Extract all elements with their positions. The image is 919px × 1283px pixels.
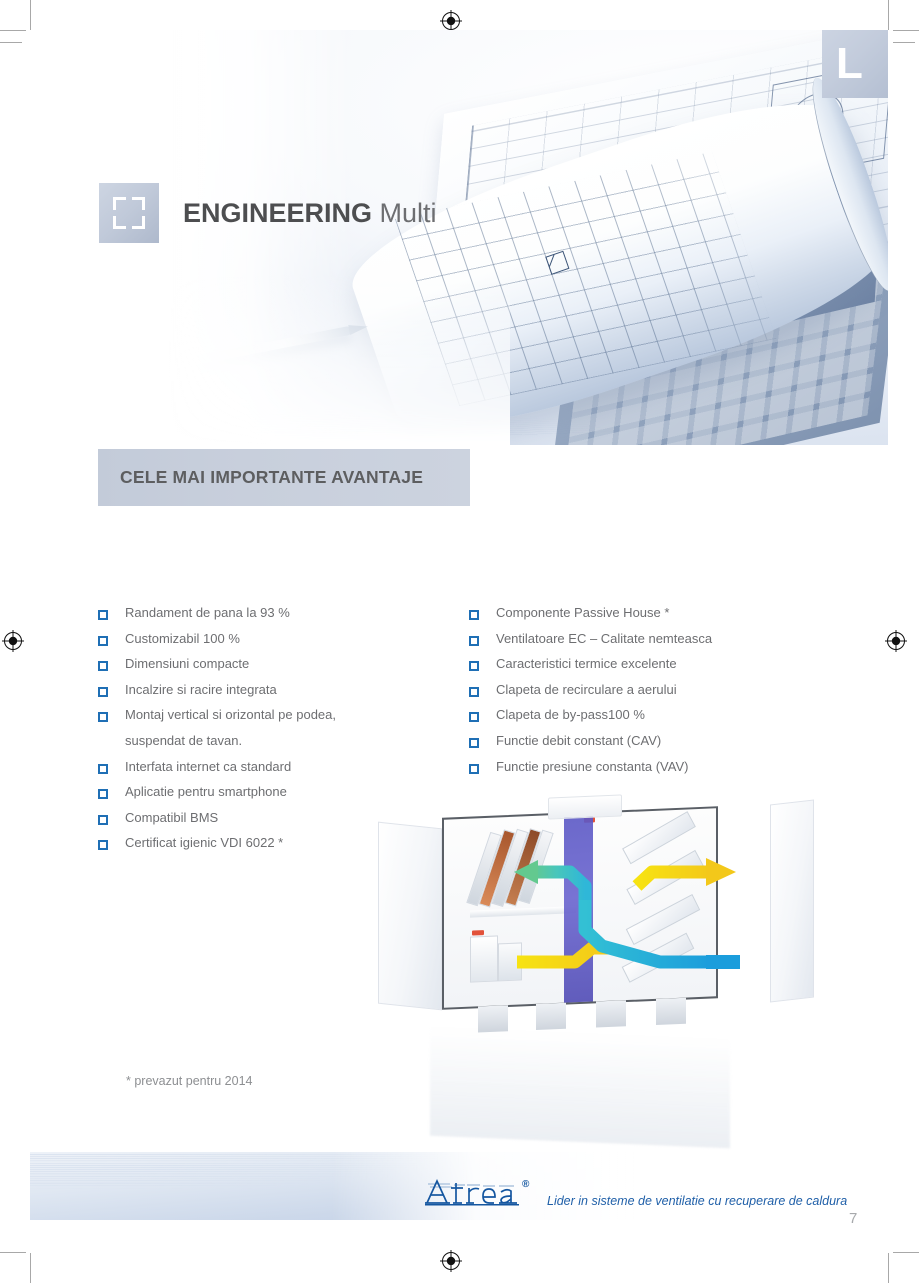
registration-mark-right [885,630,907,652]
list-item-label: suspendat de tavan. [125,732,243,748]
arrow-return-air [517,941,610,969]
list-item: Ventilatoare EC – Calitate nemteasca [469,630,809,656]
footer-tagline: Lider in sisteme de ventilatie cu recupe… [547,1194,848,1208]
list-item-label: Componente Passive House * [496,605,670,620]
atrea-logo: ® [424,1176,549,1209]
checkbox-bullet-icon [98,763,108,774]
checkbox-bullet-icon [469,610,479,620]
crop-mark-bottom-right-v [888,1253,889,1283]
advantages-left-column: Randament de pana la 93 % Customizabil 10… [98,604,438,860]
crop-mark-top-left-v [30,0,31,30]
page-number: 7 [849,1210,858,1227]
page-title-bold: ENGINEERING [183,197,373,228]
section-tab-l: L [822,30,888,98]
list-item-label: Functie presiune constanta (VAV) [496,758,689,774]
list-item-label: Randament de pana la 93 % [125,605,290,620]
list-item: Compatibil BMS [98,809,438,835]
list-item: Clapeta de recirculare a aerului [469,681,809,707]
registration-mark-left [2,630,24,652]
list-item: Customizabil 100 % [98,630,438,656]
hero-banner-image [30,30,888,445]
list-item: suspendat de tavan. [98,732,438,758]
list-item-label: Certificat igienic VDI 6022 * [125,835,284,851]
section-tab-letter: L [836,39,863,88]
list-item: Clapeta de by-pass100 % [469,706,809,732]
arrow-supply-air [632,865,710,891]
checkbox-bullet-icon [98,840,108,851]
arrow-supply-air-head [706,858,736,886]
footnote: * prevazut pentru 2014 [126,1074,253,1088]
crop-mark-top-right-h [893,30,919,31]
airflow-arrows [514,858,740,969]
list-item: Montaj vertical si orizontal pe podea, [98,706,438,732]
hero-bottom-fade [30,275,510,445]
list-item-label: Compatibil BMS [125,809,219,825]
checkbox-bullet-icon [469,686,479,697]
list-item-label: Aplicatie pentru smartphone [125,784,287,800]
product-image [370,790,820,1150]
crop-mark-top-left-h2 [0,42,22,43]
page-title-light: Multi [379,197,437,228]
checkbox-bullet-icon [469,737,479,748]
checkbox-bullet-icon [98,686,108,697]
frame-brackets-icon [99,183,159,243]
checkbox-bullet-icon [469,635,479,646]
checkbox-bullet-icon [469,661,479,672]
checkbox-bullet-icon [98,789,108,800]
checkbox-bullet-icon [98,610,108,620]
list-item: Caracteristici termice excelente [469,655,809,681]
list-item: Interfata internet ca standard [98,758,438,784]
checkbox-bullet-icon [98,712,108,723]
list-item-label: Interfata internet ca standard [125,758,292,774]
crop-mark-bottom-right-h [893,1252,919,1253]
list-item: Dimensiuni compacte [98,655,438,681]
list-item: Incalzire si racire integrata [98,681,438,707]
advantages-right-column: Componente Passive House * Ventilatoare E… [469,604,809,783]
footer-white-fade [330,1152,888,1220]
crop-mark-top-right-v [888,0,889,30]
checkbox-bullet-icon [469,712,479,723]
list-item-label: Incalzire si racire integrata [125,681,277,697]
section-banner: CELE MAI IMPORTANTE AVANTAJE [98,449,470,506]
list-item-label: Customizabil 100 % [125,630,240,646]
section-banner-label: CELE MAI IMPORTANTE AVANTAJE [120,467,424,487]
list-item: Functie debit constant (CAV) [469,732,809,758]
list-item-label: Montaj vertical si orizontal pe podea, [125,707,337,723]
checkbox-bullet-icon [98,635,108,646]
page-title: ENGINEERING Multi [99,183,437,243]
svg-text:®: ® [522,1179,530,1190]
arrow-extract-air-head [514,860,538,884]
footer-band [30,1152,888,1220]
crop-mark-top-right-h2 [893,42,915,43]
registration-mark-top [440,10,462,32]
list-item-label: Clapeta de by-pass100 % [496,707,645,723]
list-item: Componente Passive House * [469,604,809,630]
list-item-label: Ventilatoare EC – Calitate nemteasca [496,630,713,646]
list-item: Certificat igienic VDI 6022 * [98,834,438,860]
list-item-label: Caracteristici termice excelente [496,656,677,672]
arrow-outdoor-air-tail [706,955,740,969]
arrow-outdoor-air [578,900,710,969]
list-item-label: Dimensiuni compacte [125,656,250,672]
arrow-extract-air [533,865,592,900]
list-item: Randament de pana la 93 % [98,604,438,630]
crop-mark-bottom-left-h [0,1252,26,1253]
crop-mark-top-left-h [0,30,26,31]
page-title-text: ENGINEERING Multi [183,198,437,229]
list-item-label: Clapeta de recirculare a aerului [496,681,677,697]
list-item-label: Functie debit constant (CAV) [496,732,662,748]
checkbox-bullet-icon [98,814,108,825]
crop-mark-bottom-left-v [30,1253,31,1283]
checkbox-bullet-icon [98,661,108,672]
checkbox-bullet-icon [469,763,479,774]
list-item: Aplicatie pentru smartphone [98,783,438,809]
registration-mark-bottom [440,1250,462,1272]
list-item: Functie presiune constanta (VAV) [469,758,809,784]
blueprint-photo [30,30,888,445]
